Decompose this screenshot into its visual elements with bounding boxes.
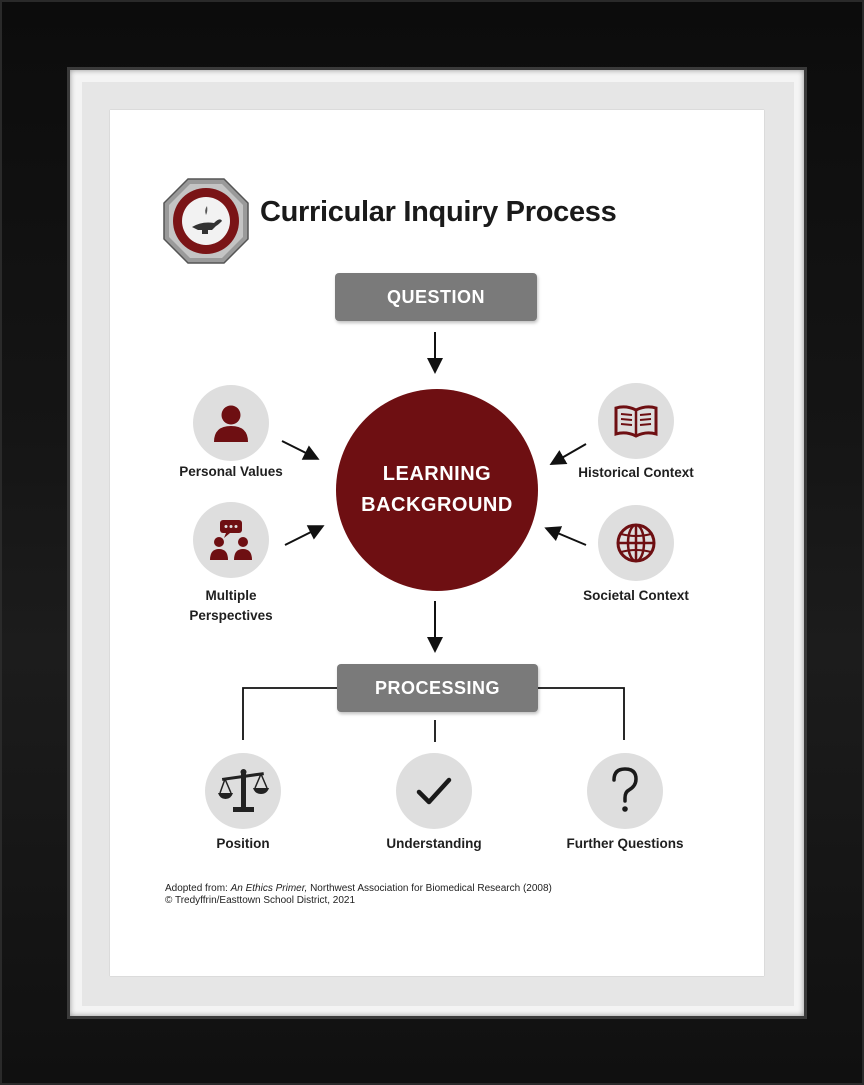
- scales-icon: [218, 769, 269, 812]
- center-line-1: LEARNING: [382, 463, 492, 485]
- book-icon: [614, 405, 658, 438]
- footer-source-title: An Ethics Primer,: [230, 883, 308, 894]
- footer-copyright: © Tredyffrin/Easttown School District, 2…: [165, 895, 356, 906]
- historical-context-node: [598, 383, 674, 459]
- footer-prefix: Adopted from:: [165, 883, 231, 894]
- personal-values-label: Personal Values: [179, 464, 283, 479]
- school-district-logo: [163, 178, 249, 264]
- processing-box: PROCESSING: [337, 664, 538, 712]
- further-questions-node: [587, 753, 663, 829]
- understanding-label: Understanding: [386, 836, 482, 851]
- multiple-perspectives-line-2: Perspectives: [189, 608, 273, 623]
- learning-background-circle: LEARNING BACKGROUND: [336, 389, 538, 591]
- personal-values-node: [193, 385, 269, 461]
- processing-label: PROCESSING: [374, 677, 501, 698]
- question-label: QUESTION: [386, 286, 485, 307]
- position-label: Position: [216, 836, 270, 851]
- center-line-2: BACKGROUND: [361, 494, 513, 516]
- footer-source-line: Adopted from: An Ethics Primer, Northwes…: [165, 883, 552, 895]
- page-title: Curricular Inquiry Process: [260, 196, 617, 228]
- question-mark-icon: [612, 767, 638, 812]
- societal-context-label: Societal Context: [583, 588, 689, 603]
- position-node: [205, 753, 281, 829]
- person-icon: [214, 405, 248, 442]
- multiple-perspectives-node: [193, 502, 269, 578]
- societal-context-node: [598, 505, 674, 581]
- footer-citation: Adopted from: An Ethics Primer, Northwes…: [165, 883, 552, 907]
- multiple-perspectives-label: Multiple Perspectives: [160, 586, 302, 626]
- further-questions-label: Further Questions: [566, 836, 684, 851]
- checkmark-icon: [416, 777, 452, 805]
- globe-icon: [616, 523, 656, 563]
- multiple-perspectives-line-1: Multiple: [205, 588, 257, 603]
- historical-context-label: Historical Context: [578, 465, 694, 480]
- footer-source-rest: Northwest Association for Biomedical Res…: [307, 883, 552, 894]
- understanding-node: [396, 753, 472, 829]
- question-box: QUESTION: [335, 273, 537, 321]
- chat-people-icon: [210, 520, 252, 560]
